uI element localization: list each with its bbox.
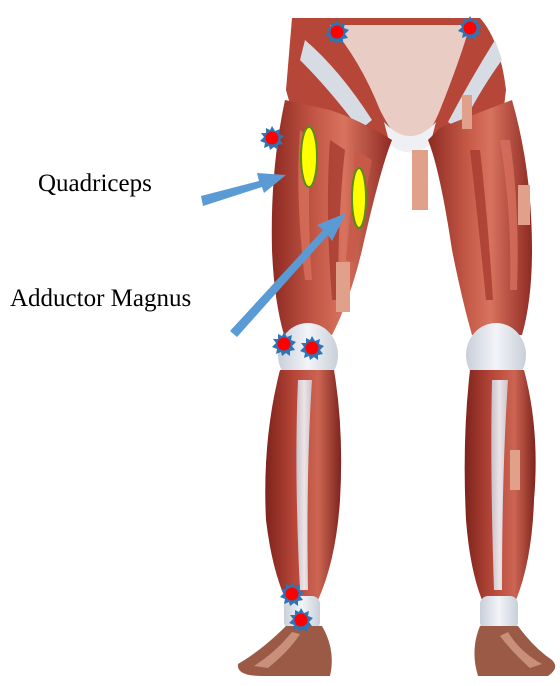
quadriceps-electrode-icon	[301, 127, 317, 187]
quadriceps-label: Quadriceps	[38, 171, 152, 196]
adductor-electrode-icon	[352, 168, 366, 228]
adductor-magnus-label: Adductor Magnus	[10, 286, 191, 311]
